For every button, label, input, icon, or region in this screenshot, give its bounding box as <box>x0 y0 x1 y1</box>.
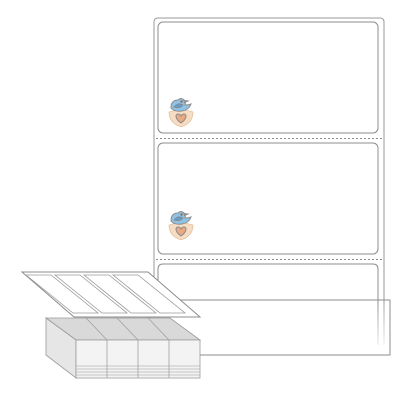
stack-column-dividers <box>85 317 170 378</box>
stack-top-column-2 <box>53 274 129 314</box>
fanfold-stack <box>20 271 202 379</box>
stack-top-column-3 <box>82 274 158 314</box>
label-1 <box>157 21 379 134</box>
label-2 <box>157 142 379 255</box>
stack-top-column-4 <box>111 274 187 314</box>
stack-top-column-1 <box>24 274 100 314</box>
liner-outline <box>153 17 385 345</box>
